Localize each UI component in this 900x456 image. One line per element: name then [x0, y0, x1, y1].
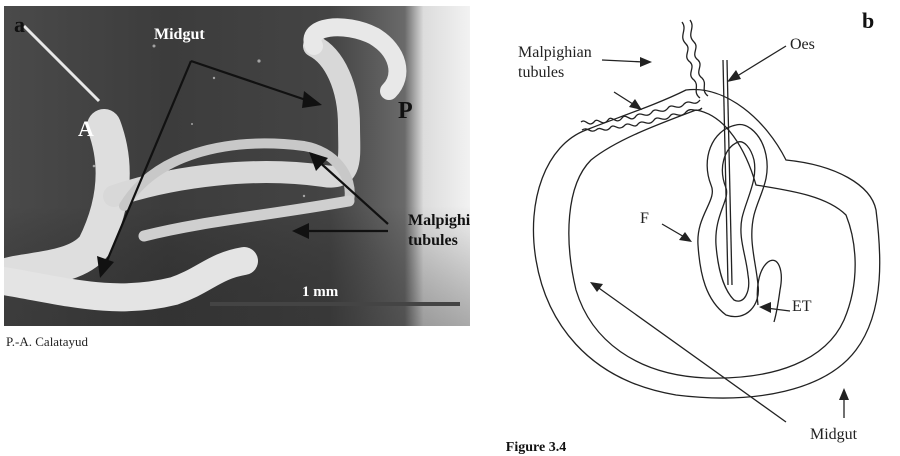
malpighian-label-line1: Malpighian: [408, 212, 470, 230]
panel-a-letter: a: [14, 12, 25, 38]
ectoperitrophic-label: ET: [792, 298, 812, 316]
diagram-malpighian-line2: tubules: [518, 64, 564, 82]
photo-panel: a Midgut A P Malpighian tubules 1 mm: [4, 6, 470, 326]
midgut-photo: [4, 6, 470, 326]
malpighian-label-line2: tubules: [408, 232, 458, 250]
posterior-label: P: [398, 98, 413, 125]
filter-label: F: [640, 210, 649, 228]
anterior-label: A: [78, 116, 94, 142]
panel-b-letter: b: [862, 8, 874, 34]
diagram-malpighian-line1: Malpighian: [518, 44, 592, 62]
scale-bar-label: 1 mm: [302, 284, 338, 301]
midgut-label: Midgut: [154, 26, 205, 44]
oesophagus-label: Oes: [790, 36, 815, 54]
photo-credit: P.-A. Calatayud: [6, 334, 88, 350]
diagram-midgut-label: Midgut: [810, 426, 857, 444]
